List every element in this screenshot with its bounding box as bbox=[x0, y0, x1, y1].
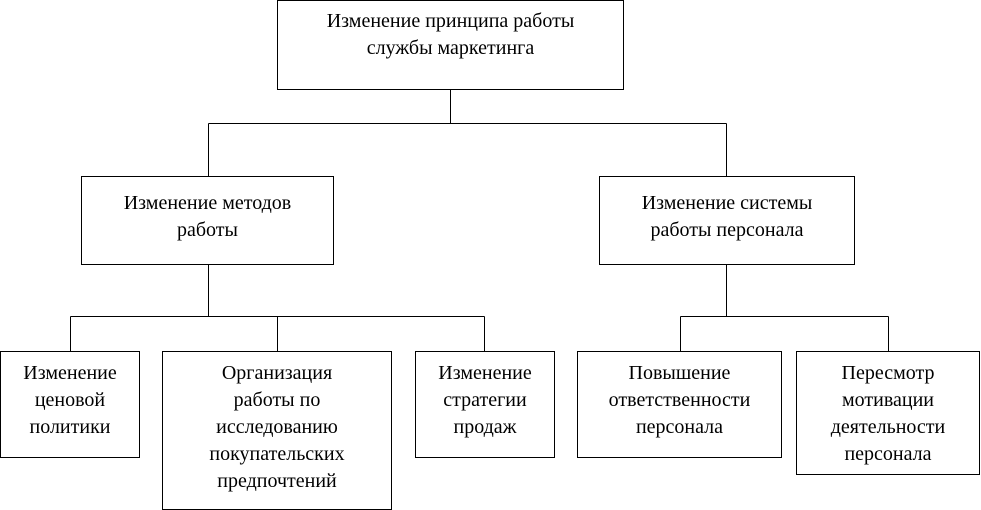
left-branch-label: Изменение методов работы bbox=[123, 192, 292, 241]
left-child-node-2: Организация работы по исследованию покуп… bbox=[162, 351, 392, 510]
left-branch-node: Изменение методов работы bbox=[81, 176, 334, 265]
left-child-3-label: Изменение стратегии продаж bbox=[438, 362, 532, 438]
root-node-label: Изменение принципа работы службы маркети… bbox=[326, 10, 575, 59]
left-child-1-label: Изменение ценовой политики bbox=[23, 362, 117, 438]
right-child-node-1: Повышение ответственности персонала bbox=[577, 351, 782, 458]
right-branch-label: Изменение системы работы персонала bbox=[641, 192, 813, 241]
right-child-1-label: Повышение ответственности персонала bbox=[608, 362, 751, 438]
right-child-2-label: Пересмотр мотивации деятельности персона… bbox=[830, 362, 946, 465]
left-child-2-label: Организация работы по исследованию покуп… bbox=[209, 362, 345, 492]
left-child-node-3: Изменение стратегии продаж bbox=[415, 351, 555, 458]
root-node: Изменение принципа работы службы маркети… bbox=[277, 0, 624, 90]
left-child-node-1: Изменение ценовой политики bbox=[0, 351, 140, 458]
right-child-node-2: Пересмотр мотивации деятельности персона… bbox=[796, 351, 980, 475]
right-branch-node: Изменение системы работы персонала bbox=[599, 176, 855, 265]
